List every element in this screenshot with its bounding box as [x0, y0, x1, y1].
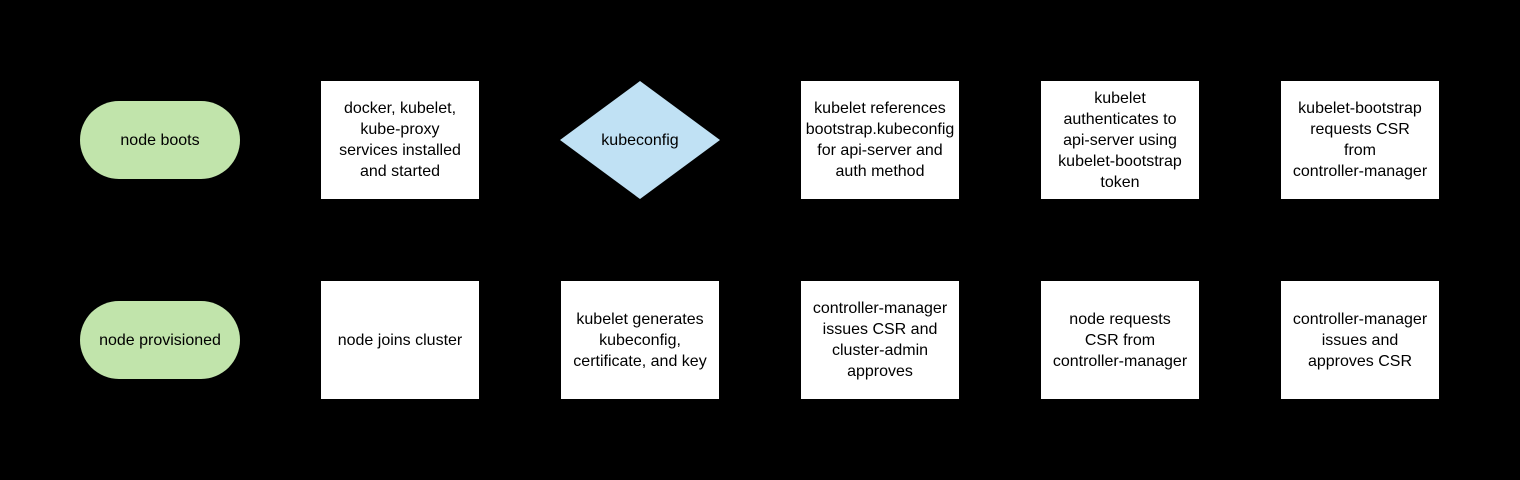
flow-node-services-installed: docker, kubelet, kube-proxy services ins… [321, 81, 479, 199]
node-label: kubelet generates kubeconfig, certificat… [573, 310, 707, 370]
node-label: kubelet authenticates to api-server usin… [1058, 89, 1182, 191]
flow-node-node-provisioned: node provisioned [80, 301, 240, 379]
flow-node-kubeconfig-decision: kubeconfig [560, 81, 720, 199]
node-label: node joins cluster [337, 331, 463, 349]
node-label: kubelet references bootstrap.kubeconfig … [805, 100, 955, 180]
flow-node-node-boots: node boots [80, 101, 240, 179]
flow-node-node-requests-csr: node requests CSR from controller-manage… [1041, 281, 1199, 399]
node-label: node boots [120, 131, 200, 149]
node-label: controller-manager issues CSR and cluste… [812, 300, 948, 380]
flow-node-kubelet-bootstrap-requests: kubelet-bootstrap requests CSR from cont… [1281, 81, 1439, 199]
node-label: docker, kubelet, kube-proxy services ins… [339, 100, 461, 180]
node-label: controller-manager issues and approves C… [1292, 310, 1428, 370]
node-label: kubeconfig [601, 131, 679, 149]
flow-node-kubelet-authenticates: kubelet authenticates to api-server usin… [1041, 81, 1199, 199]
flow-node-cm-issues-admin-approves: controller-manager issues CSR and cluste… [801, 281, 959, 399]
node-label: node requests CSR from controller-manage… [1052, 310, 1188, 370]
flow-node-node-joins-cluster: node joins cluster [321, 281, 479, 399]
flow-node-kubelet-generates: kubelet generates kubeconfig, certificat… [561, 281, 719, 399]
flow-node-cm-issues-approves: controller-manager issues and approves C… [1281, 281, 1439, 399]
node-label: kubelet-bootstrap requests CSR from cont… [1292, 100, 1428, 180]
flow-node-kubelet-references-bootstrap: kubelet references bootstrap.kubeconfig … [801, 81, 959, 199]
node-label: node provisioned [99, 331, 221, 349]
